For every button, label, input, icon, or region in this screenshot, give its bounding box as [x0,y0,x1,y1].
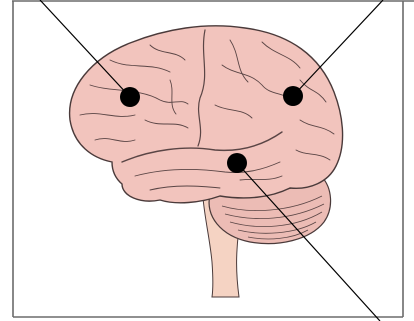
leader-line-parietal [293,0,383,96]
marker-parietal-lobe [283,86,303,106]
marker-frontal-lobe [120,87,140,107]
cerebrum [70,26,343,203]
marker-temporal-lobe [227,153,247,173]
